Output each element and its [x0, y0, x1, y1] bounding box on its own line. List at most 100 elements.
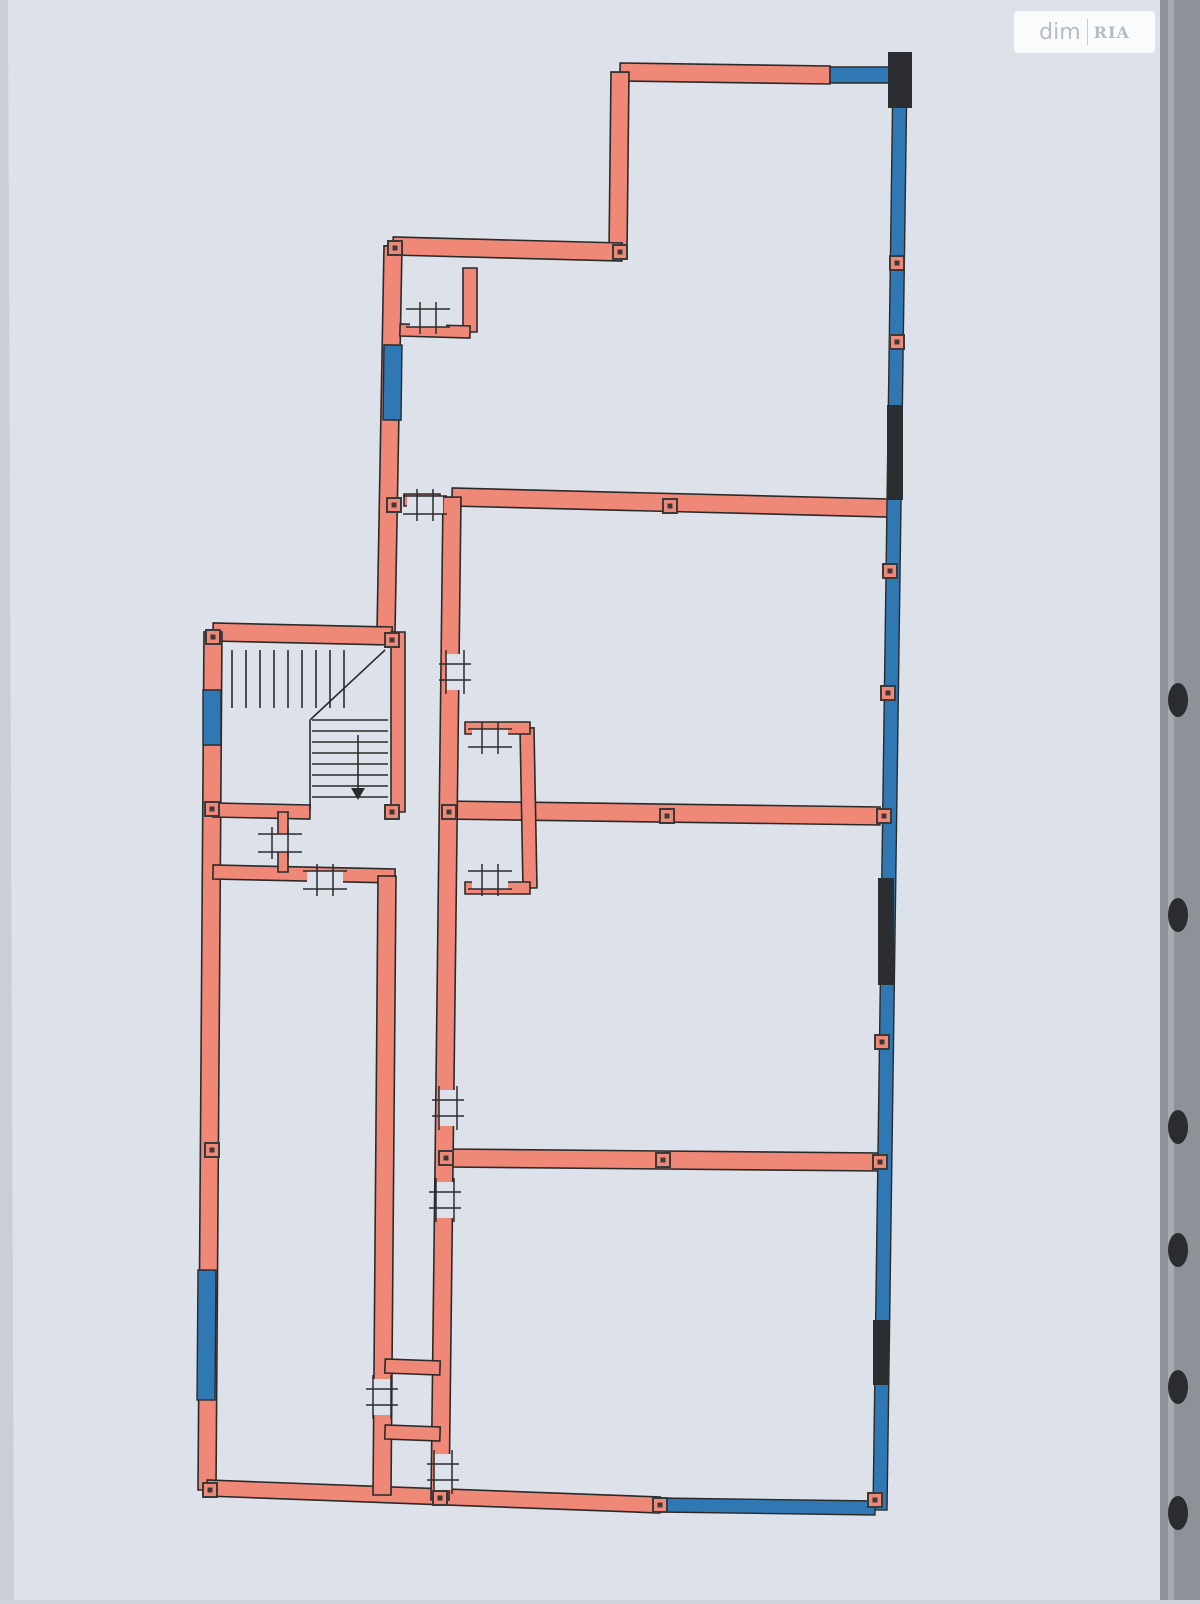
column-core: [446, 809, 452, 815]
column: [205, 629, 221, 645]
dimria-watermark: dim RIA: [1014, 11, 1155, 53]
column: [889, 255, 905, 271]
door-gap: [407, 496, 443, 514]
column-core: [389, 637, 395, 643]
window-frame: [878, 878, 894, 985]
door-gap: [373, 1379, 391, 1415]
column-core: [210, 634, 216, 640]
binder-hole: [1168, 1110, 1188, 1144]
column: [384, 632, 400, 648]
door-mark: [468, 722, 512, 754]
door-mark: [366, 1375, 398, 1419]
column-core: [881, 813, 887, 819]
door-mark: [427, 1450, 459, 1494]
door-gap: [472, 729, 508, 747]
column: [441, 804, 457, 820]
stair-arrow-icon: [351, 788, 365, 800]
column: [202, 1482, 218, 1498]
window-frame: [887, 405, 903, 500]
door-gap: [410, 309, 446, 327]
column: [438, 1150, 454, 1166]
column: [880, 685, 896, 701]
column: [204, 1142, 220, 1158]
door-gap: [436, 1182, 454, 1218]
window: [382, 344, 403, 421]
wall-segment: [390, 631, 406, 813]
door-gap: [439, 1090, 457, 1126]
door-gap: [307, 871, 343, 889]
door-openings: [258, 302, 512, 1494]
wall-segment: [372, 875, 397, 1496]
column: [204, 801, 220, 817]
column-core: [887, 568, 893, 574]
watermark-logo: RIA: [1093, 22, 1130, 42]
columns: [202, 240, 905, 1513]
column-core: [617, 249, 623, 255]
column: [874, 1034, 890, 1050]
wall-segment: [383, 1424, 442, 1442]
door-mark: [258, 827, 302, 859]
column: [655, 1152, 671, 1168]
window: [659, 1497, 876, 1516]
column-core: [664, 813, 670, 819]
column-core: [657, 1502, 663, 1508]
column-core: [879, 1039, 885, 1045]
door-gap: [434, 1454, 452, 1490]
watermark-divider: [1086, 19, 1088, 45]
door-gap: [446, 654, 464, 690]
binder-hole: [1168, 1370, 1188, 1404]
wall-segment: [462, 267, 478, 333]
column: [612, 244, 628, 260]
wall-segment: [383, 1358, 442, 1376]
wall-segment: [430, 496, 462, 1501]
window: [196, 1269, 217, 1401]
column-core: [437, 1495, 443, 1501]
column: [659, 808, 675, 824]
column-core: [872, 1497, 878, 1503]
door-mark: [439, 650, 471, 694]
window: [829, 66, 891, 84]
column-core: [667, 503, 673, 509]
column: [662, 498, 678, 514]
binder-hole: [1168, 898, 1188, 932]
column-core: [391, 502, 397, 508]
column-core: [894, 260, 900, 266]
door-mark: [429, 1178, 461, 1222]
column: [867, 1492, 883, 1508]
column: [387, 240, 403, 256]
column-core: [209, 806, 215, 812]
column-core: [885, 690, 891, 696]
door-mark: [303, 864, 347, 896]
column: [876, 808, 892, 824]
windows: [196, 52, 912, 1516]
wall-segment: [211, 622, 394, 646]
column: [872, 1154, 888, 1170]
column: [386, 497, 402, 513]
column-core: [443, 1155, 449, 1161]
wall-segment: [608, 71, 630, 253]
corner-post: [888, 52, 912, 108]
column: [882, 563, 898, 579]
wall-segment: [519, 727, 538, 889]
window: [202, 689, 222, 746]
column-core: [877, 1159, 883, 1165]
column-core: [207, 1487, 213, 1493]
column: [432, 1490, 448, 1506]
binder-hole: [1168, 1496, 1188, 1530]
door-mark: [468, 864, 512, 896]
door-mark: [406, 302, 450, 334]
door-mark: [403, 489, 447, 521]
wall-segment: [212, 864, 396, 884]
wall-segment: [619, 62, 831, 85]
stair-landing-edge: [309, 649, 386, 721]
door-gap: [262, 834, 298, 852]
column-core: [209, 1147, 215, 1153]
column-core: [660, 1157, 666, 1163]
column-core: [894, 339, 900, 345]
door-mark: [432, 1086, 464, 1130]
column: [889, 334, 905, 350]
column: [384, 804, 400, 820]
